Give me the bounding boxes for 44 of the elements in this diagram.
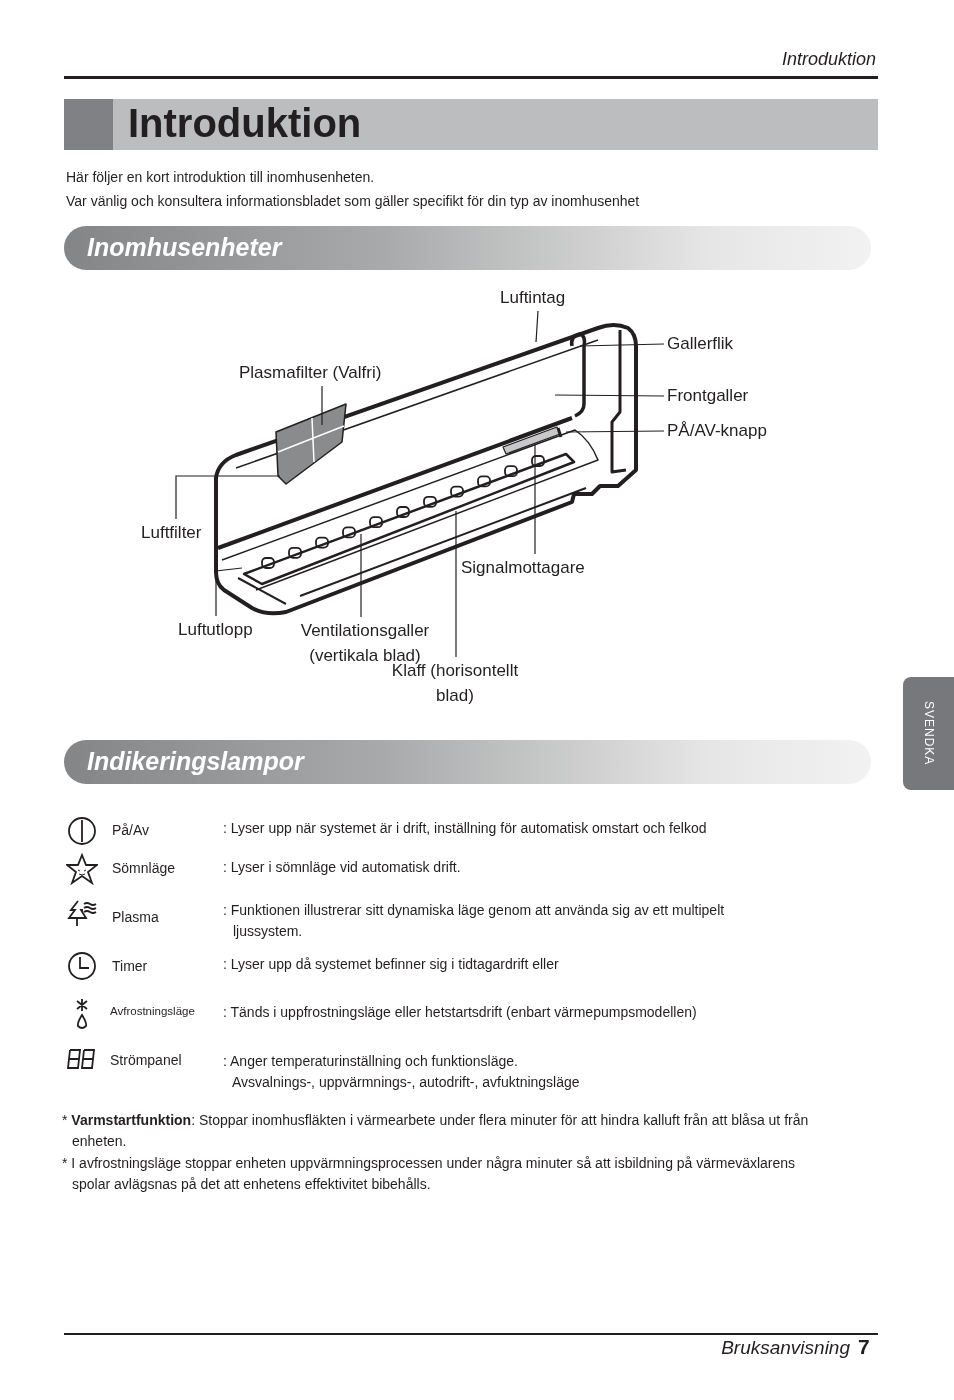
lamp-description: : Tänds i uppfrostningsläge eller hetstartsdrift (enbart värmepumpsmodellen) — [223, 1003, 698, 1022]
section-header-band — [64, 740, 871, 784]
callout-label: Frontgaller — [667, 383, 749, 408]
footnote: * I avfrostningsläge stoppar enheten uppvärmningsprocessen under några minuter så att isbildning på värmeväxlarens spolar avlägsnas på det att enhetens effektivitet bibehålls. — [62, 1154, 797, 1194]
leader-line — [455, 510, 457, 658]
lamp-description: : Anger temperaturinställning och funktionsläge. — [223, 1052, 519, 1071]
callout-label: Signalmottagare — [461, 555, 585, 580]
callout-label: PÅ/AV-knapp — [667, 418, 767, 443]
leader-line — [175, 475, 281, 520]
footer-text: Bruksanvisning — [720, 1336, 850, 1359]
leader-line — [579, 343, 665, 347]
leader-line — [215, 567, 243, 617]
lamp-description: : Funktionen illustrerar sitt dynamiska läge genom att använda sig av ett multipelt ljussystem. — [223, 901, 726, 941]
section-heading: Inomhusenheter — [87, 233, 282, 262]
page-title: Introduktion — [128, 101, 362, 146]
lamp-name: Plasma — [112, 908, 160, 927]
footnote: *Varmstartfunktion: Stoppar inomhusfläkten i värmearbete under flera minuter för att hindra kalluft från att blåsa ut från enheten. — [62, 1111, 810, 1151]
leader-line — [321, 385, 323, 426]
intro-text: Här följer en kort introduktion till inomhusenheten. — [66, 168, 376, 187]
callout-label: Luftfilter — [141, 520, 202, 545]
lamp-name: På/Av — [112, 821, 151, 840]
callout-label: Gallerflik — [667, 331, 734, 356]
section-header-band — [64, 226, 871, 270]
leader-line — [565, 430, 665, 433]
lamp-description: : Lyser i sömnläge vid automatisk drift. — [223, 858, 462, 877]
lamp-name: Timer — [112, 957, 149, 976]
lamp-description: : Lyser upp när systemet är i drift, inställning för automatisk omstart och felkod — [223, 819, 708, 838]
lamp-name: Sömnläge — [112, 859, 177, 878]
leader-line — [534, 444, 536, 555]
language-tab: SVENDKA — [903, 677, 954, 790]
callout-label: Luftintag — [500, 285, 566, 310]
leader-line — [554, 394, 665, 397]
lamp-name: Avfrostningsläge — [110, 1004, 196, 1019]
lamp-name: Strömpanel — [110, 1051, 183, 1070]
lamp-description: Avsvalnings-, uppvärmnings-, autodrift-, avfuktningsläge — [232, 1073, 581, 1092]
section-heading: Indikeringslampor — [87, 747, 304, 776]
running-header: Introduktion — [780, 48, 876, 70]
callout-label: Plasmafilter (Valfri) — [239, 360, 382, 385]
callout-label: Luftutlopp — [178, 617, 253, 642]
lamp-description: : Lyser upp då systemet befinner sig i tidtagardrift eller — [223, 955, 560, 974]
page-number: 7 — [858, 1334, 871, 1359]
intro-text: Var vänlig och konsultera informationsbladet som gäller specifikt för din typ av inomhusenhet — [66, 192, 641, 211]
leader-line — [535, 310, 539, 343]
leader-line — [360, 533, 362, 618]
